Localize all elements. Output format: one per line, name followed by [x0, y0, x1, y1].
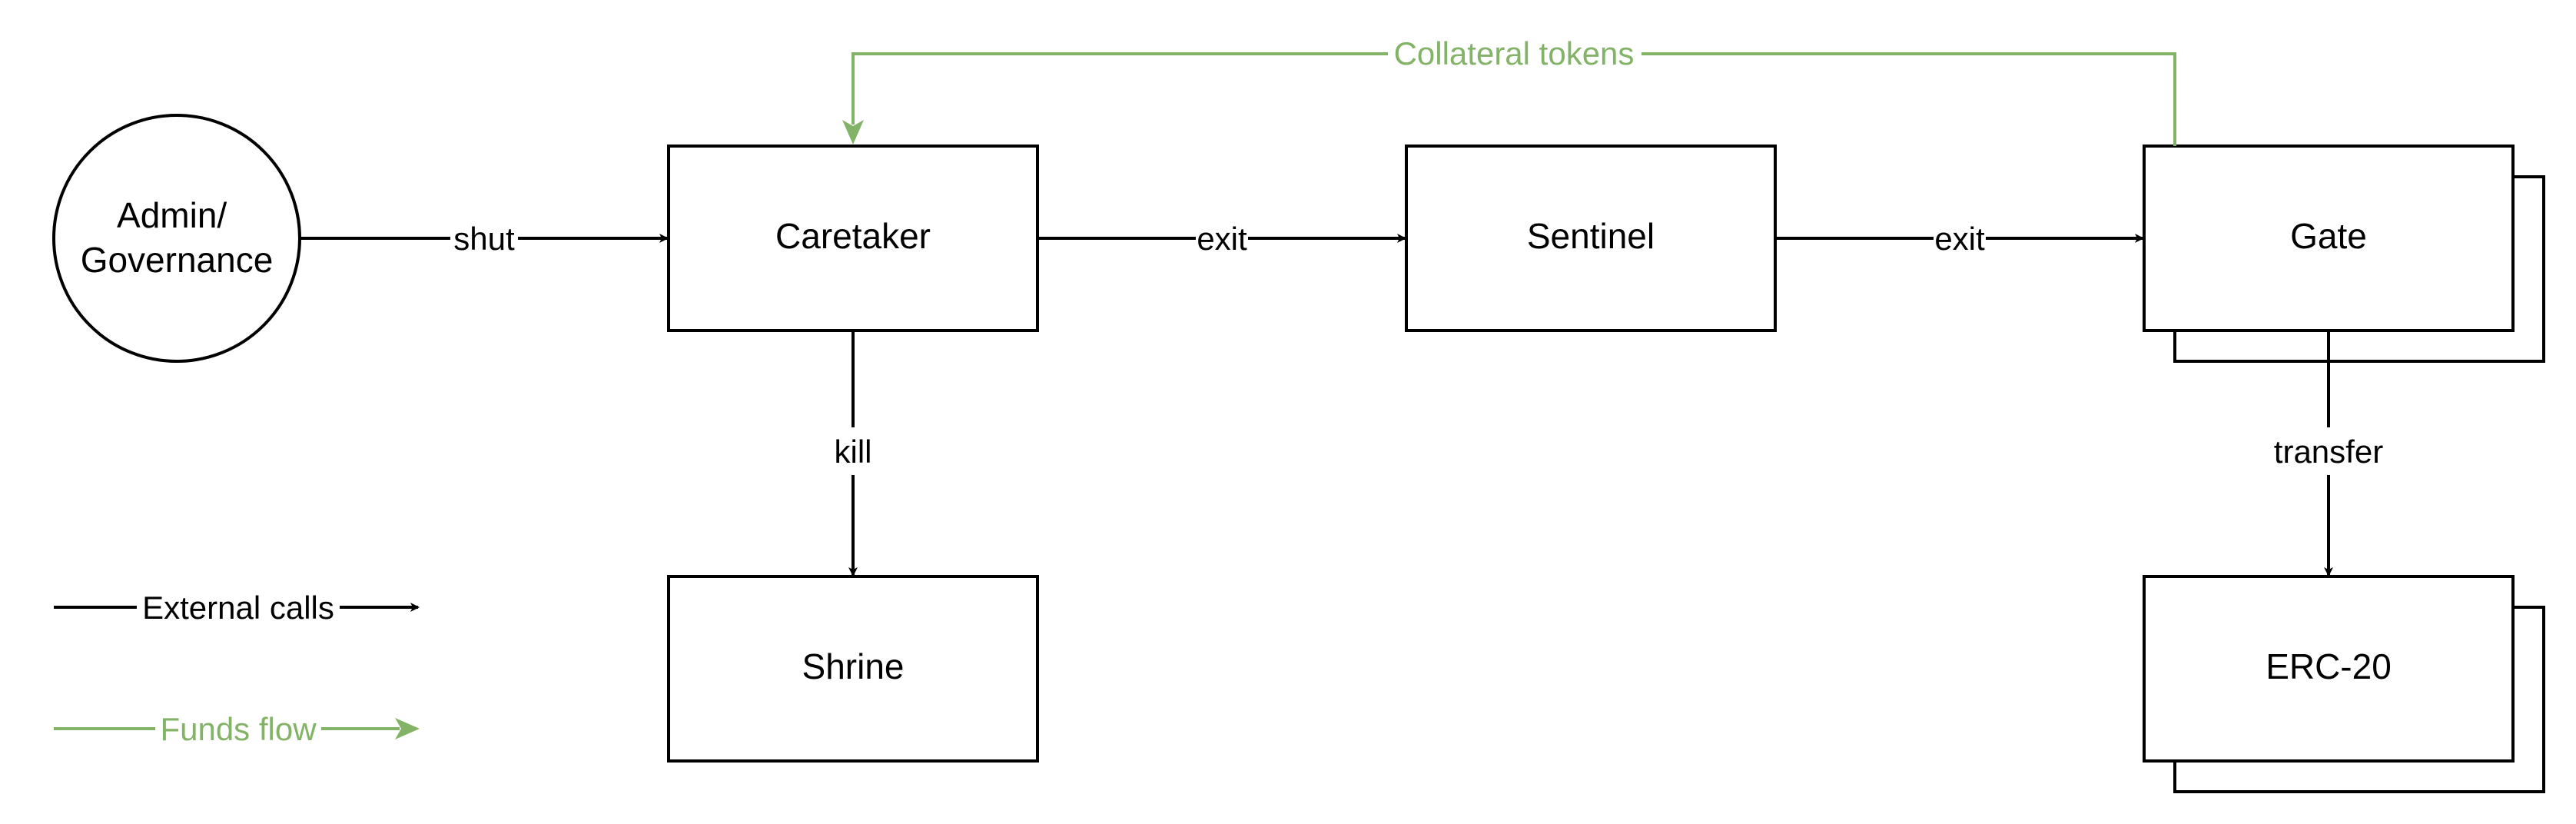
caretaker-label: Caretaker: [775, 216, 931, 256]
edge-shut-label: shut: [453, 221, 515, 257]
gate-node: Gate: [2143, 145, 2515, 332]
edge-shut: shut: [300, 221, 669, 257]
collateral-arrowhead: [842, 120, 864, 145]
legend-external-calls-label: External calls: [142, 590, 334, 626]
sentinel-label: Sentinel: [1527, 216, 1655, 256]
edge-exit-sentinel-gate: exit: [1775, 221, 2144, 257]
edge-kill: kill: [835, 331, 872, 576]
edge-collateral-label: Collateral tokens: [1394, 35, 1635, 71]
admin-governance-label: Admin/ Governance: [81, 195, 274, 280]
legend-external-calls: External calls: [54, 590, 420, 626]
sentinel-node: Sentinel: [1405, 145, 1777, 332]
edge-exit-1-label: exit: [1197, 221, 1247, 257]
caretaker-node: Caretaker: [667, 145, 1039, 332]
shrine-label: Shrine: [802, 646, 905, 686]
legend-funds-arrowhead: [395, 718, 420, 739]
legend-funds-flow: Funds flow: [54, 711, 420, 747]
shrine-node: Shrine: [667, 575, 1039, 763]
legend-funds-flow-label: Funds flow: [160, 711, 317, 747]
erc20-node: ERC-20: [2143, 575, 2515, 763]
edge-exit-2-label: exit: [1934, 221, 1985, 257]
edge-collateral-tokens: Collateral tokens: [842, 35, 2176, 146]
edge-exit-caretaker-sentinel: exit: [1037, 221, 1406, 257]
admin-governance-node: Admin/ Governance: [52, 114, 301, 363]
legend: External calls Funds flow: [54, 590, 420, 747]
gate-label: Gate: [2290, 216, 2367, 256]
edge-kill-label: kill: [835, 434, 872, 470]
edge-transfer-label: transfer: [2274, 434, 2383, 470]
edge-transfer: transfer: [2274, 331, 2383, 576]
erc20-label: ERC-20: [2266, 646, 2392, 686]
